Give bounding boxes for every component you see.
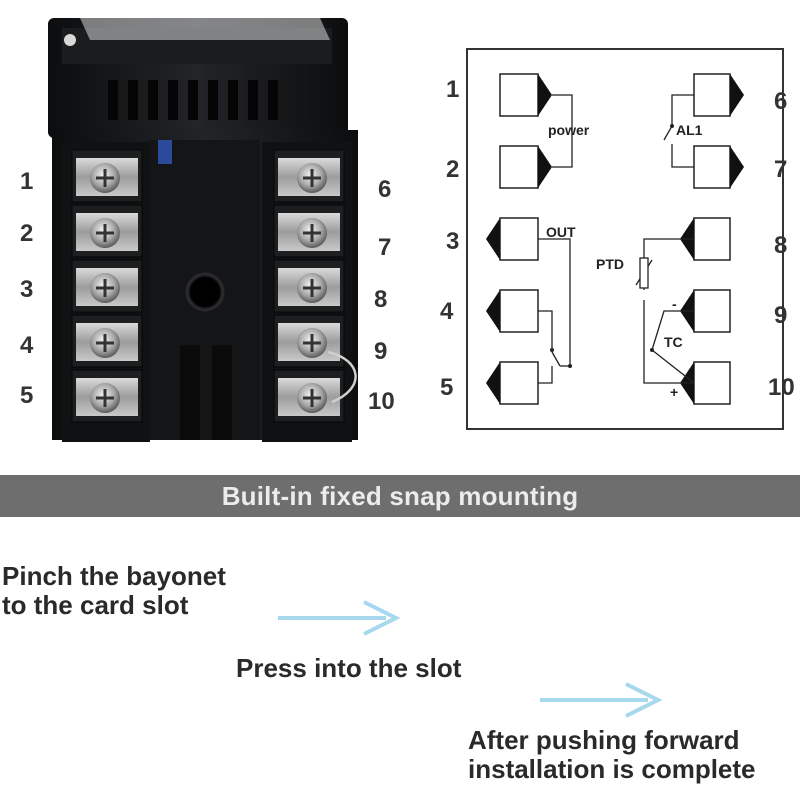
diagram-terminal-7: 7 bbox=[774, 156, 788, 183]
device-terminal-7: 7 bbox=[378, 234, 392, 261]
step-3-line-2: installation is complete bbox=[468, 754, 756, 784]
device-terminal-4: 4 bbox=[20, 332, 34, 359]
device-terminal-5: 5 bbox=[20, 382, 34, 409]
step-2-line-1: Press into the slot bbox=[236, 653, 462, 683]
device-terminal-10: 10 bbox=[368, 388, 395, 415]
diagram-terminal-1: 1 bbox=[446, 76, 460, 103]
diagram-terminal-9: 9 bbox=[774, 302, 788, 329]
device-terminal-2: 2 bbox=[20, 220, 34, 247]
step-3-text: After pushing forward installation is co… bbox=[468, 726, 756, 784]
diagram-terminal-10: 10 bbox=[768, 374, 795, 401]
device-terminal-6: 6 bbox=[378, 176, 392, 203]
step-3-line-1: After pushing forward bbox=[468, 725, 740, 755]
label-plus: + bbox=[670, 384, 679, 400]
diagram-terminal-4: 4 bbox=[440, 298, 454, 325]
diagram-terminal-3: 3 bbox=[446, 228, 460, 255]
label-al1: AL1 bbox=[676, 122, 703, 138]
diagram-terminal-5: 5 bbox=[440, 374, 454, 401]
diagram-terminal-6: 6 bbox=[774, 88, 788, 115]
step-1-line-2: to the card slot bbox=[2, 590, 189, 620]
step-2-text: Press into the slot bbox=[236, 654, 461, 683]
arrow-right-icon bbox=[278, 600, 401, 636]
device-terminal-8: 8 bbox=[374, 286, 388, 313]
mounting-banner: Built-in fixed snap mounting bbox=[0, 475, 800, 517]
banner-title: Built-in fixed snap mounting bbox=[221, 480, 579, 511]
step-1-line-1: Pinch the bayonet bbox=[2, 561, 226, 591]
wiring-diagram bbox=[486, 73, 744, 405]
device-terminal-1: 1 bbox=[20, 168, 34, 195]
label-ptd: PTD bbox=[596, 256, 624, 272]
label-power: power bbox=[548, 122, 590, 138]
device-terminal-9: 9 bbox=[374, 338, 388, 365]
controller-rear-view bbox=[48, 18, 358, 442]
diagram-terminal-2: 2 bbox=[446, 156, 460, 183]
diagram-terminal-8: 8 bbox=[774, 232, 788, 259]
arrow-right-icon bbox=[540, 682, 663, 718]
device-terminal-3: 3 bbox=[20, 276, 34, 303]
label-minus: - bbox=[672, 296, 677, 312]
label-out: OUT bbox=[546, 224, 576, 240]
label-tc: TC bbox=[664, 334, 683, 350]
step-1-text: Pinch the bayonet to the card slot bbox=[2, 562, 226, 620]
